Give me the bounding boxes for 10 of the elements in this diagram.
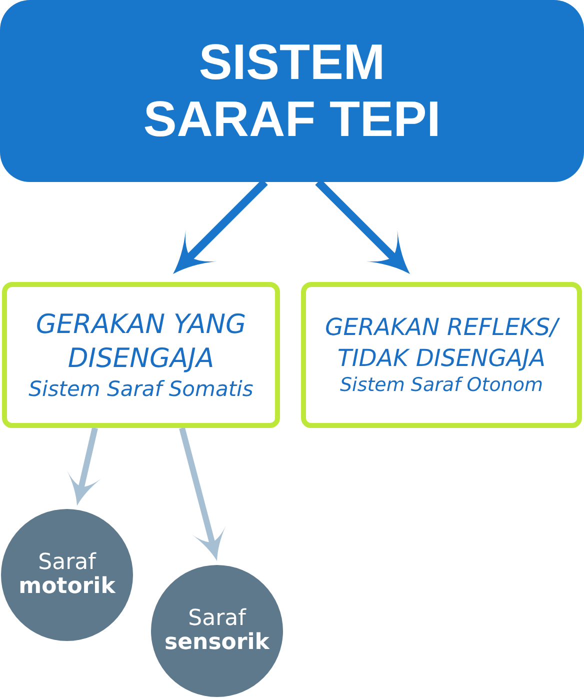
circle-label: Saraf motorik xyxy=(18,550,117,600)
category-subtitle: Sistem Saraf Somatis xyxy=(28,376,254,402)
category-box xyxy=(301,282,582,428)
category-subtitle: Sistem Saraf Otonom xyxy=(340,373,544,398)
header-text: SISTEM SARAF TEPI xyxy=(142,34,442,148)
circle-label: Saraf sensorik xyxy=(164,606,271,656)
category-box xyxy=(2,282,280,428)
header-box xyxy=(0,0,584,182)
category-heading: GERAKAN YANG DISENGAJA xyxy=(34,308,248,376)
category-heading: GERAKAN REFLEKS/ TIDAK DISENGAJA xyxy=(324,312,561,374)
